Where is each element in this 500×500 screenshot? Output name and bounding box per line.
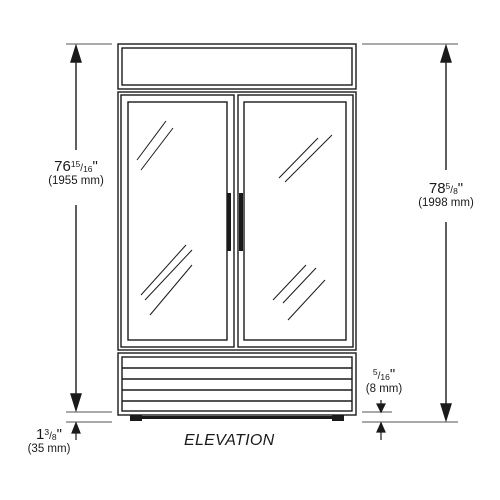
- base-clearance-arrows: [376, 400, 386, 440]
- extension-lines: [66, 43, 458, 423]
- grille-slats: [122, 367, 352, 402]
- cabinet-height-dimension-line: [70, 43, 82, 413]
- left-door: [120, 94, 235, 348]
- glass-reflections: [136, 120, 333, 321]
- base-grille: [117, 352, 357, 416]
- view-label: ELEVATION: [184, 432, 275, 449]
- right-leg: [332, 415, 344, 421]
- left-handle: [227, 193, 231, 251]
- cabinet-height-label: 7615/16" (1955 mm): [48, 158, 104, 188]
- cabinet-frame: [117, 91, 357, 351]
- left-door-glass: [127, 101, 228, 341]
- right-door: [237, 94, 354, 348]
- header-panel: [117, 43, 357, 90]
- left-leg: [130, 415, 142, 421]
- leg-height-label: 13/8" (35 mm): [27, 426, 71, 456]
- base-grille-inner: [121, 356, 353, 412]
- overall-height-dimension-line: [440, 43, 452, 423]
- right-handle: [239, 193, 243, 251]
- right-door-glass: [243, 101, 347, 341]
- kick-plate: [142, 416, 332, 419]
- leg-height-arrow: [71, 421, 81, 440]
- base-clearance-label: 5/16" (8 mm): [365, 366, 403, 396]
- overall-height-label: 785/8" (1998 mm): [418, 180, 474, 210]
- header-panel-inner: [121, 47, 353, 86]
